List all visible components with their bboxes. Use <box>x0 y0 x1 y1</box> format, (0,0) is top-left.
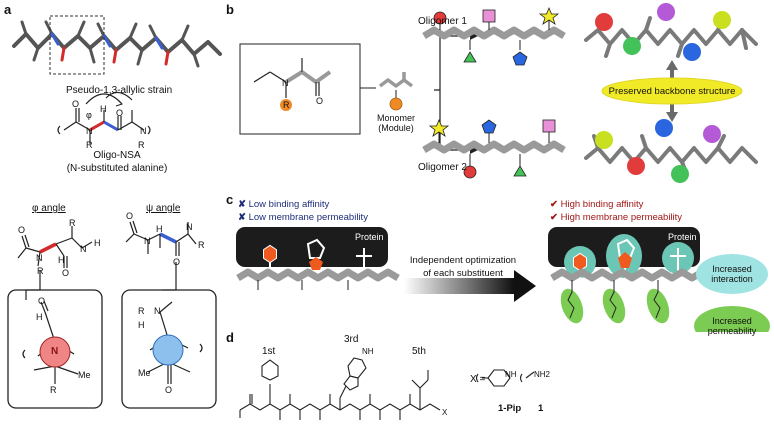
phi-atom-r1: R <box>37 266 44 276</box>
left-check-2-text: Low membrane permeability <box>248 212 368 223</box>
phi-atom-o2: O <box>62 268 70 278</box>
left-check-2: ✘ Low membrane permeability <box>238 212 368 223</box>
monomer-atom-o: O <box>316 96 324 106</box>
oligo-atom-n2: N <box>140 126 147 136</box>
psi-atom-n2: N <box>186 222 193 232</box>
oligomer-1-label: Oligomer 1 <box>418 16 467 27</box>
backbone-3d-model <box>12 20 222 68</box>
compound-1-label: 1 <box>538 403 544 414</box>
psi-atom-o2: O <box>173 257 181 267</box>
phi-atom-n1: N <box>36 253 43 263</box>
strain-label: Pseudo-1,3-allylic strain <box>66 85 173 96</box>
panel-c-graphics <box>236 234 770 332</box>
protein-label-right: Protein <box>668 232 697 242</box>
monomer-atom-n: N <box>282 78 289 88</box>
oligo-atom-o1: O <box>72 99 80 109</box>
panel-label-d: d <box>226 330 234 345</box>
psi-angle-label: ψ angle <box>146 203 181 214</box>
increased-interaction-label: Increased interaction <box>711 264 753 284</box>
oligo-nsa-title: Oligo-NSA <box>93 150 141 161</box>
phi-atom-n2: N <box>80 244 87 254</box>
oligo-atom-r2: R <box>138 140 145 150</box>
cross-icon: ✘ <box>238 199 246 210</box>
pip-label: 1-Pip <box>498 403 522 414</box>
oligo-atom-r1: R <box>86 140 93 150</box>
phi-symbol: φ <box>86 110 92 120</box>
oligomer-1-backbone <box>422 26 566 40</box>
peptide-structure <box>239 357 535 420</box>
panel-label-b: b <box>226 2 234 17</box>
x-equals: X = <box>470 374 486 385</box>
newman-box-phi <box>7 289 103 409</box>
psi-atom-n1: N <box>144 236 151 246</box>
psi-atom-h1: H <box>156 224 163 234</box>
panel-label-c: c <box>226 192 234 207</box>
newman-c-circle <box>152 334 184 366</box>
check-icon: ✔ <box>550 212 558 223</box>
newman-phi-o: O <box>38 296 46 306</box>
phi-atom-r2: R <box>69 218 76 228</box>
newman-psi-h: H <box>138 320 145 330</box>
psi-atom-o1: O <box>126 211 134 221</box>
monomer-atom-r: R <box>283 100 290 110</box>
arrow-text-1: Independent optimization <box>409 255 517 266</box>
position-1st: 1st <box>262 346 276 357</box>
newman-psi-me: Me <box>138 368 151 378</box>
oligo-atom-o2: O <box>116 108 124 118</box>
left-check-1: ✘ Low binding affinity <box>238 199 329 210</box>
oligomer-2-label: Oligomer 2 <box>418 162 467 173</box>
right-check-1-text: High binding affinity <box>560 199 644 210</box>
newman-psi-n: N <box>154 306 161 316</box>
newman-phi-r: R <box>50 385 57 395</box>
phi-atom-o1: O <box>18 225 26 235</box>
newman-psi-o: O <box>165 385 173 395</box>
position-3rd: 3rd <box>344 334 359 345</box>
right-check-1: ✔ High binding affinity <box>550 199 643 210</box>
oligo-nsa-subtitle: (N-substituted alanine) <box>66 163 168 174</box>
peptide-x: X <box>442 408 448 417</box>
preserved-backbone-bubble <box>601 77 743 105</box>
increased-permeability-label: Increased permeability <box>707 316 757 336</box>
newman-phi-h: H <box>36 312 43 322</box>
panel-label-a: a <box>4 2 12 17</box>
pip-nh: NH <box>505 370 517 379</box>
protein-label-left: Protein <box>355 232 384 242</box>
phi-angle-label: φ angle <box>32 203 66 214</box>
position-5th: 5th <box>412 346 426 357</box>
highlight-box <box>49 15 105 75</box>
oligo-atom-h1: H <box>100 104 107 114</box>
check-icon: ✔ <box>550 199 558 210</box>
newman-phi-n: N <box>51 346 59 357</box>
phi-atom-h1: H <box>58 255 65 265</box>
phi-atom-h2: H <box>94 238 101 248</box>
psi-atom-r2: R <box>198 240 205 250</box>
newman-phi-me: Me <box>78 370 91 380</box>
newman-box-psi <box>121 289 217 409</box>
preserved-backbone-label: Preserved backbone structure <box>608 86 736 97</box>
monomer-label: Monomer (Module) <box>376 113 415 133</box>
panel-a-graphics <box>7 15 222 409</box>
amine-nh2: NH2 <box>534 370 551 379</box>
oligo-nsa-structure <box>57 108 151 144</box>
peptide-nh: NH <box>362 347 374 356</box>
cross-icon: ✘ <box>238 212 246 223</box>
arrow-text-2: of each substituent <box>423 268 503 279</box>
right-check-2-text: High membrane permeability <box>560 212 683 223</box>
left-check-1-text: Low binding affinity <box>248 199 330 210</box>
panel-b-graphics <box>239 3 758 183</box>
right-check-2: ✔ High membrane permeability <box>550 212 682 223</box>
monomer-box <box>239 43 361 135</box>
newman-psi-r: R <box>138 306 145 316</box>
oligo-atom-n1: N <box>86 126 93 136</box>
phi-structure <box>17 226 93 300</box>
